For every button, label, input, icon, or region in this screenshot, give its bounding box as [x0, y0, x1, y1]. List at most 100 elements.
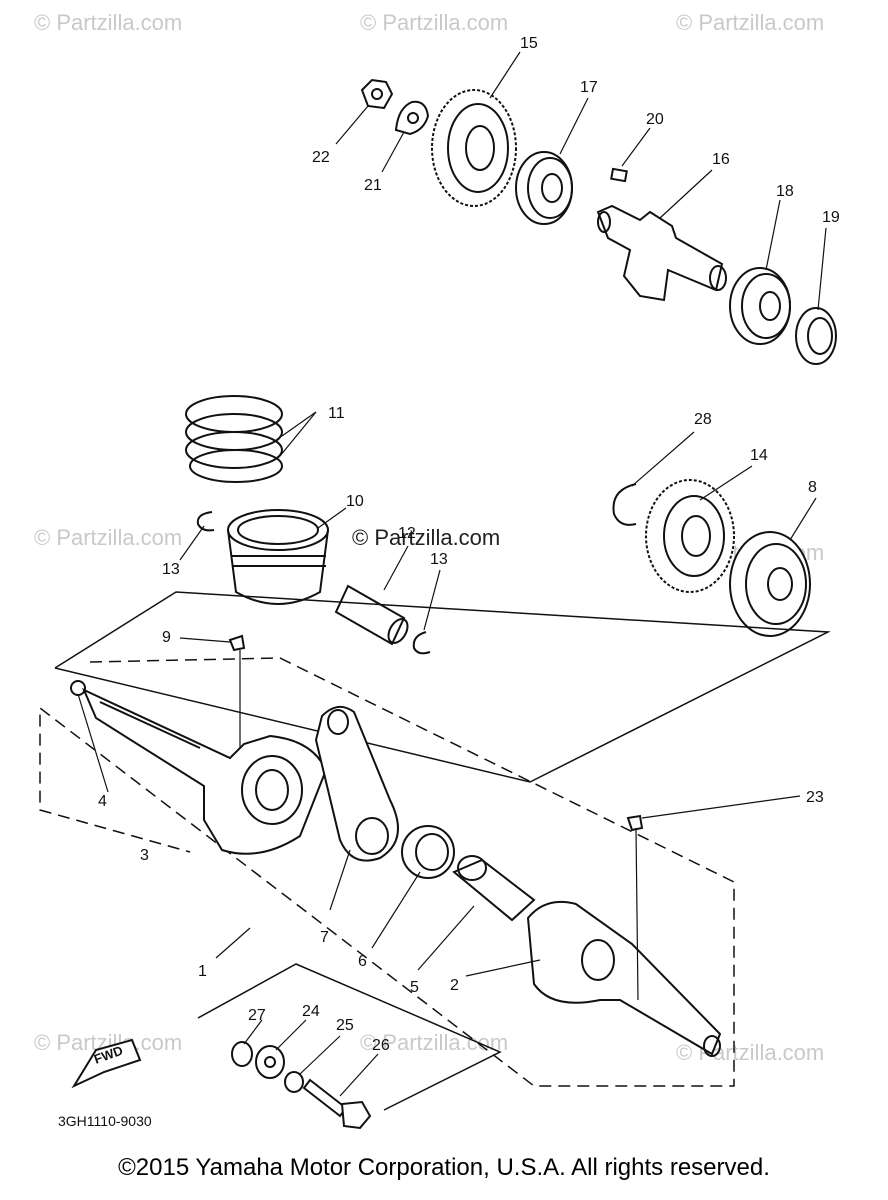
- part-5-crank-pin: [452, 855, 536, 922]
- leader-26: [339, 1053, 379, 1097]
- watermark-top-right: © Partzilla.com: [676, 10, 824, 35]
- watermark-bottom-center: © Partzilla.com: [360, 1030, 508, 1055]
- part-18-bearing: [729, 267, 791, 345]
- part-19-oil-seal: [795, 307, 837, 365]
- part-4-plug: [70, 680, 86, 696]
- leader-13b: [423, 569, 441, 631]
- part-17-bearing: [515, 151, 573, 225]
- leader-25: [299, 1035, 341, 1075]
- part-6-needle-bearing: [401, 825, 455, 879]
- callout-15: 15: [520, 35, 538, 52]
- part-14-gear: [645, 479, 735, 593]
- callout-1: 1: [198, 963, 207, 980]
- watermark-top-center: © Partzilla.com: [360, 10, 508, 35]
- callout-20: 20: [646, 111, 664, 128]
- callout-26: 26: [372, 1037, 390, 1054]
- leader-28: [631, 431, 695, 487]
- leader-17: [559, 97, 589, 155]
- callout-10: 10: [346, 493, 364, 510]
- watermark-mid-left: © Partzilla.com: [34, 525, 182, 550]
- callout-7: 7: [320, 929, 329, 946]
- callout-25: 25: [336, 1017, 354, 1034]
- part-28-circlip: [612, 483, 637, 526]
- part-3-left-crank: [82, 687, 328, 855]
- leader-9: [179, 637, 231, 643]
- leader-13a: [179, 525, 205, 561]
- callout-22: 22: [312, 149, 330, 166]
- outline-bottom-group: [197, 963, 502, 1111]
- leader-19: [817, 227, 827, 311]
- callout-27: 27: [248, 1007, 266, 1024]
- callout-9: 9: [162, 629, 171, 646]
- leader-15: [489, 51, 521, 99]
- leader-6: [371, 871, 421, 949]
- part-9-key: [228, 634, 246, 652]
- callout-13b: 13: [430, 551, 448, 568]
- callout-11: 11: [328, 405, 345, 422]
- part-22-nut: [360, 78, 394, 110]
- callout-16: 16: [712, 151, 730, 168]
- callout-24: 24: [302, 1003, 320, 1020]
- part-16-balancer-shaft: [596, 204, 727, 302]
- leader-23b: [635, 827, 639, 1001]
- outline-crankshaft-assembly: [39, 657, 735, 1087]
- part-2-right-crank: [526, 900, 722, 1057]
- leader-14: [699, 465, 753, 501]
- part-11-piston-rings: [185, 395, 283, 483]
- part-13-clip-right: [412, 631, 431, 655]
- part-8-bearing: [729, 531, 811, 637]
- leader-8: [789, 497, 817, 541]
- callout-19: 19: [822, 209, 840, 226]
- leader-1: [215, 927, 251, 959]
- leader-22: [335, 105, 369, 145]
- part-24-washer: [255, 1045, 285, 1079]
- part-20-key: [610, 167, 628, 183]
- leader-20: [621, 127, 651, 167]
- callout-13a: 13: [162, 561, 180, 578]
- part-25-washer: [284, 1071, 304, 1093]
- callout-6: 6: [358, 953, 367, 970]
- leader-11a: [281, 411, 317, 437]
- leader-18: [765, 199, 781, 271]
- part-27-o-ring: [231, 1041, 253, 1067]
- leader-7: [329, 849, 351, 911]
- crankshaft-piston-diagram: © Partzilla.com © Partzilla.com © Partzi…: [34, 10, 840, 1130]
- part-7-connecting-rod: [314, 705, 399, 862]
- leader-11b: [279, 411, 317, 457]
- copyright-footer: ©2015 Yamaha Motor Corporation, U.S.A. A…: [118, 1154, 770, 1181]
- leader-12: [383, 545, 409, 591]
- leader-5: [417, 905, 475, 971]
- callout-4: 4: [98, 793, 107, 810]
- leader-2: [465, 959, 541, 977]
- leader-21: [381, 131, 405, 173]
- callout-2: 2: [450, 977, 459, 994]
- leader-23: [641, 795, 801, 819]
- diagram-code: 3GH1110-9030: [58, 1113, 152, 1129]
- callout-21: 21: [364, 177, 382, 194]
- leader-4: [77, 693, 109, 793]
- callout-3: 3: [140, 847, 149, 864]
- callout-17: 17: [580, 79, 598, 96]
- callout-14: 14: [750, 447, 768, 464]
- watermark-top-left: © Partzilla.com: [34, 10, 182, 35]
- leader-24: [275, 1019, 307, 1051]
- callout-5: 5: [410, 979, 419, 996]
- callout-8: 8: [808, 479, 817, 496]
- part-12-piston-pin: [334, 584, 409, 646]
- part-26-bolt: [302, 1078, 372, 1130]
- callout-23: 23: [806, 789, 824, 806]
- part-13-clip-left: [196, 511, 215, 532]
- leader-27: [243, 1019, 263, 1045]
- part-10-piston: [227, 509, 329, 605]
- part-21-lock-washer: [394, 100, 430, 136]
- leader-16: [659, 169, 713, 219]
- part-23-key: [626, 814, 644, 832]
- part-15-gear: [431, 89, 517, 207]
- watermark-center: © Partzilla.com: [352, 525, 500, 550]
- outline-piston-group: [54, 591, 831, 783]
- callout-28: 28: [694, 411, 712, 428]
- callout-18: 18: [776, 183, 794, 200]
- callout-12: 12: [398, 525, 416, 542]
- leader-10: [317, 507, 347, 529]
